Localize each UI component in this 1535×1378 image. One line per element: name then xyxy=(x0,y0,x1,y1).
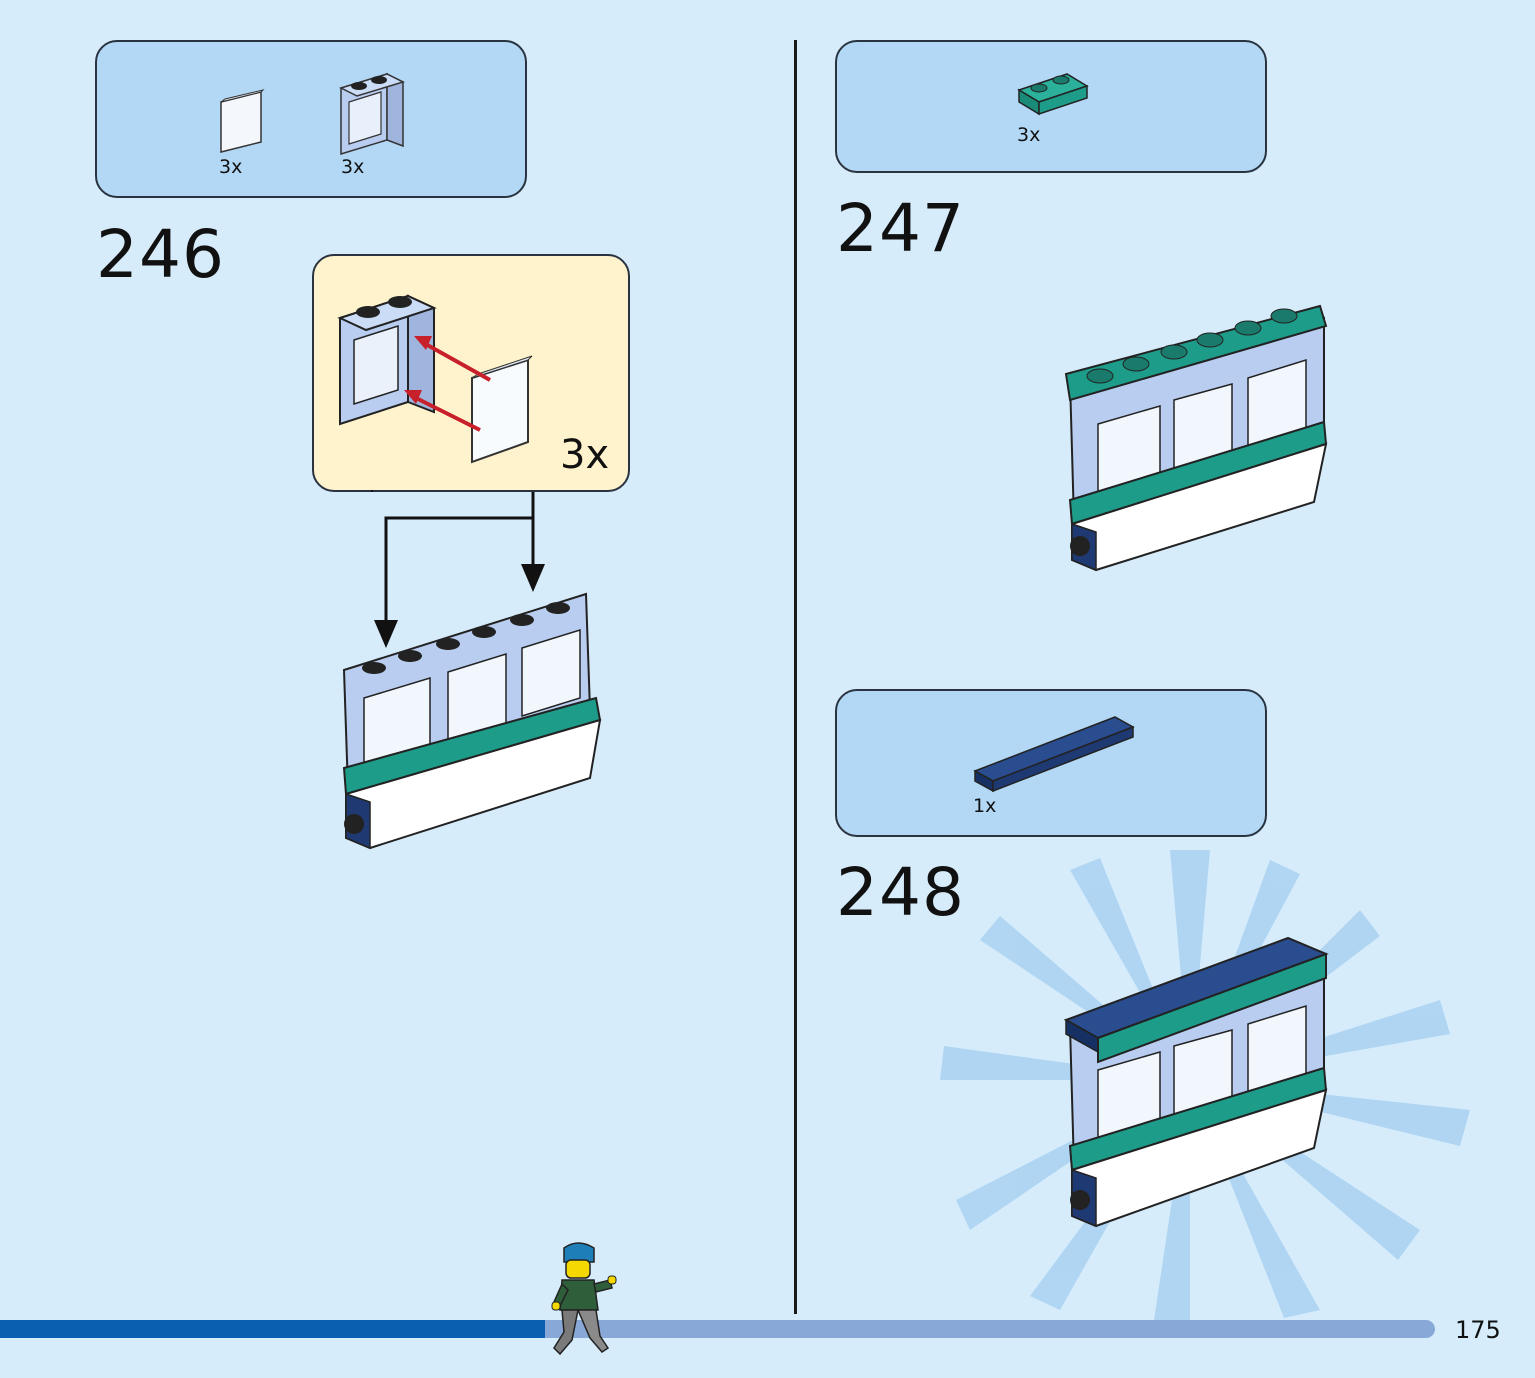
column-divider xyxy=(794,40,797,1314)
parts-box-step-247: 3x xyxy=(835,40,1267,173)
window-glass-pane-icon xyxy=(220,89,265,153)
window-frame-icon xyxy=(337,294,437,426)
part-qty: 3x xyxy=(219,156,243,178)
part-qty: 3x xyxy=(1017,124,1041,146)
progress-bar-fill xyxy=(0,1320,546,1338)
insert-arrow-icon xyxy=(404,336,491,432)
parts-box-step-246: 3x 3x xyxy=(95,40,527,198)
step-number-246: 246 xyxy=(96,216,225,293)
dark-blue-tile-icon xyxy=(973,716,1135,793)
step-number-248: 248 xyxy=(836,854,965,931)
model-step-248 xyxy=(1063,936,1329,1228)
model-step-247 xyxy=(1064,304,1328,572)
teal-jumper-plate-icon xyxy=(1017,73,1089,116)
window-glass-pane-icon xyxy=(471,355,533,464)
model-step-246 xyxy=(342,592,602,850)
step-number-247: 247 xyxy=(836,190,965,267)
part-qty: 1x xyxy=(973,795,997,817)
progress-bar xyxy=(0,1320,1435,1338)
sub-assembly-callout: 3x xyxy=(312,254,630,492)
window-frame-icon xyxy=(338,72,406,156)
page-number: 175 xyxy=(1455,1316,1501,1344)
parts-box-step-248: 1x xyxy=(835,689,1267,837)
callout-qty: 3x xyxy=(560,432,610,478)
minifigure-walking-icon xyxy=(551,1242,617,1356)
part-qty: 3x xyxy=(341,156,365,178)
